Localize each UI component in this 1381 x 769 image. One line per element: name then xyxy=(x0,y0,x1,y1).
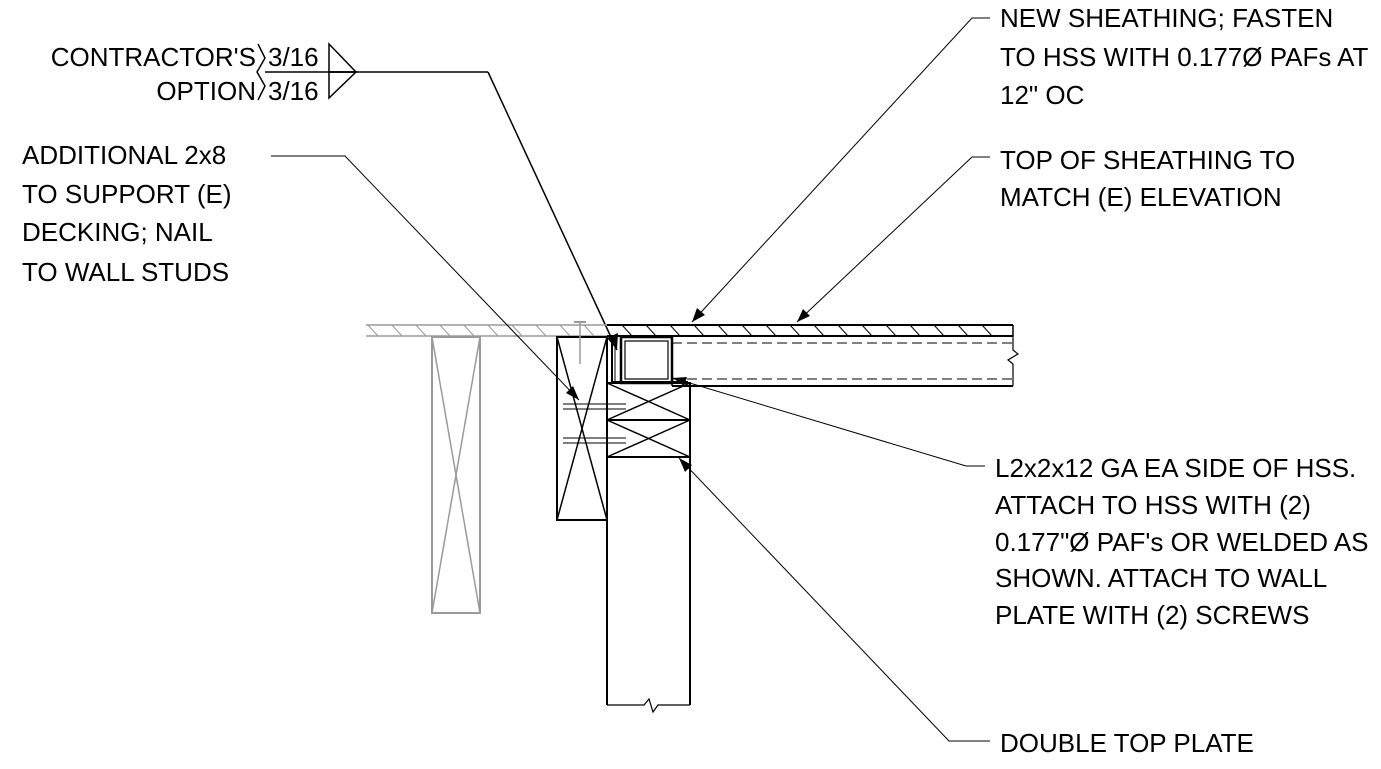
weld-note-line-1: CONTRACTOR'S xyxy=(51,42,256,72)
new-sheathing xyxy=(607,324,1014,337)
callout-angle-line-3: 0.177"Ø PAF's OR WELDED AS xyxy=(995,527,1369,557)
callout-top-sheathing-line-2: MATCH (E) ELEVATION xyxy=(1000,182,1282,212)
fillet-weld-bottom-icon xyxy=(328,71,358,100)
ledger-nail-icon xyxy=(563,403,626,444)
leader-new-sheathing xyxy=(691,17,990,323)
callout-new-sheathing-line-3: 12" OC xyxy=(1000,80,1084,110)
callout-top-plate-line-1: DOUBLE TOP PLATE xyxy=(1000,728,1254,758)
callout-angle-clip: L2x2x12 GA EA SIDE OF HSS. ATTACH TO HSS… xyxy=(672,377,1369,630)
callout-new-sheathing-line-2: TO HSS WITH 0.177Ø PAFs AT xyxy=(1000,42,1369,72)
leader-additional-2x8 xyxy=(271,155,580,401)
hss-beam xyxy=(671,335,1020,387)
callout-2x8-line-3: DECKING; NAIL xyxy=(22,217,213,247)
leader-double-top-plate xyxy=(678,457,990,742)
callout-new-sheathing: NEW SHEATHING; FASTEN TO HSS WITH 0.177Ø… xyxy=(691,3,1369,323)
additional-2x8 xyxy=(556,321,626,521)
fillet-weld-top-icon xyxy=(328,42,358,73)
weld-size-arrow-side: 3/16 xyxy=(268,42,319,72)
callout-new-sheathing-line-1: NEW SHEATHING; FASTEN xyxy=(1000,3,1333,33)
double-top-plate xyxy=(606,382,691,458)
leader-arrowhead-icon xyxy=(679,458,692,472)
callout-additional-2x8: ADDITIONAL 2x8 TO SUPPORT (E) DECKING; N… xyxy=(22,140,580,401)
leader-angle-clip xyxy=(672,377,985,467)
leader-arrowhead-icon xyxy=(566,386,579,400)
callout-angle-line-1: L2x2x12 GA EA SIDE OF HSS. xyxy=(995,453,1356,483)
leader-top-of-sheathing xyxy=(796,156,990,323)
ledger-2x8 xyxy=(556,336,608,521)
callout-2x8-line-4: TO WALL STUDS xyxy=(22,257,229,287)
leader-arrowhead-icon xyxy=(673,377,687,386)
callout-top-of-sheathing: TOP OF SHEATHING TO MATCH (E) ELEVATION xyxy=(796,145,1295,323)
leader-arrowhead-icon xyxy=(692,308,705,322)
existing-joist xyxy=(431,336,481,614)
callout-angle-line-2: ATTACH TO HSS WITH (2) xyxy=(995,490,1311,520)
callout-2x8-line-1: ADDITIONAL 2x8 xyxy=(22,140,226,170)
wall-break-icon xyxy=(607,697,690,714)
callout-double-top-plate: DOUBLE TOP PLATE xyxy=(678,457,1254,758)
weld-tail xyxy=(256,43,266,101)
callout-angle-line-4: SHOWN. ATTACH TO WALL xyxy=(995,563,1327,593)
hss-tube xyxy=(619,335,674,385)
callout-top-sheathing-line-1: TOP OF SHEATHING TO xyxy=(1000,145,1295,175)
callout-2x8-line-2: TO SUPPORT (E) xyxy=(22,179,232,209)
leader-arrowhead-icon xyxy=(797,309,810,322)
callout-angle-line-5: PLATE WITH (2) SCREWS xyxy=(995,600,1309,630)
weld-symbol: CONTRACTOR'S OPTION 3/16 3/16 xyxy=(51,42,618,351)
weld-arrow-line xyxy=(487,71,618,351)
beam-break-icon xyxy=(1006,336,1020,386)
weld-note-line-2: OPTION xyxy=(156,76,256,106)
weld-size-other-side: 3/16 xyxy=(268,76,319,106)
wall-stud xyxy=(606,336,691,714)
